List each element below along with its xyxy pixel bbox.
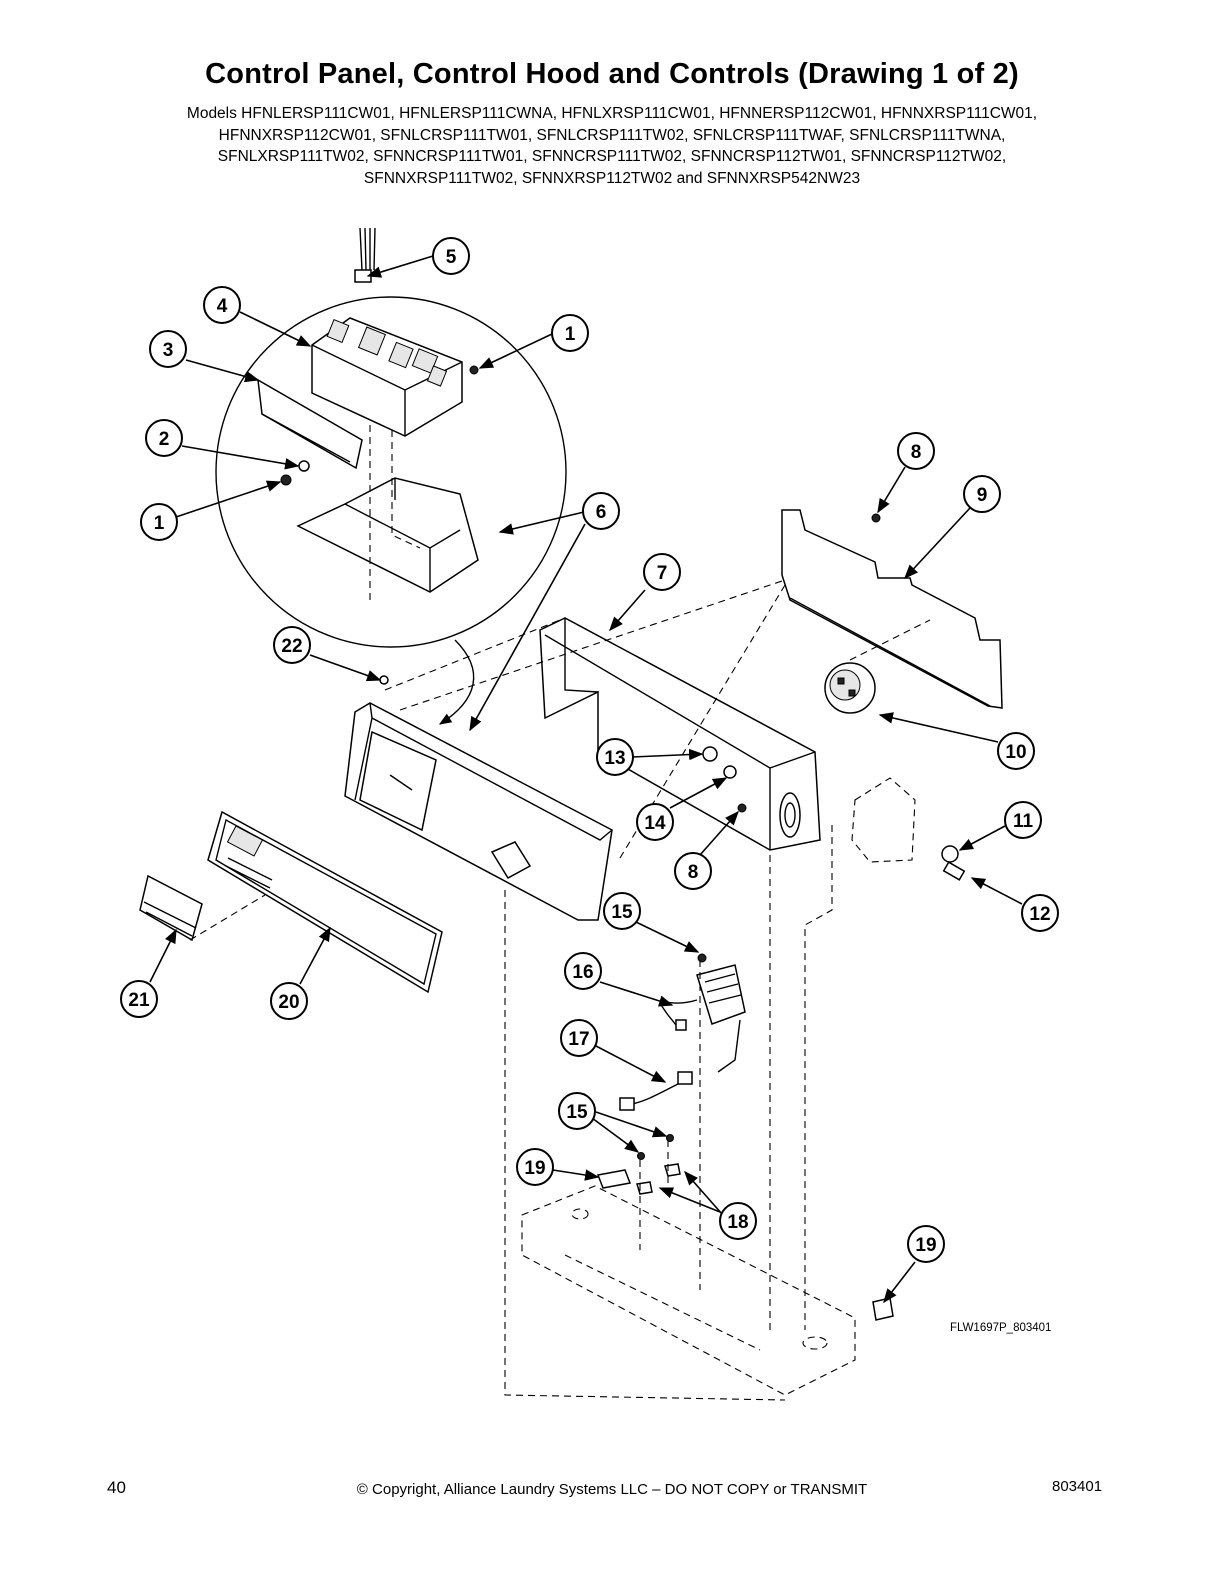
callout-label: 5 — [446, 247, 457, 268]
callout-label: 20 — [278, 992, 299, 1013]
callout-label: 6 — [596, 502, 607, 523]
callout-label: 22 — [281, 636, 302, 657]
leader-lines — [149, 255, 1023, 1304]
callout-label: 8 — [911, 442, 922, 463]
callout-20: 20 — [270, 982, 308, 1020]
callout-1: 1 — [551, 314, 589, 352]
callout-6: 6 — [582, 492, 620, 530]
callout-label: 7 — [657, 563, 668, 584]
console-top-outline — [521, 1185, 856, 1396]
callout-label: 10 — [1005, 742, 1026, 763]
callout-19: 19 — [907, 1225, 945, 1263]
callout-17: 17 — [560, 1019, 598, 1057]
callout-4: 4 — [203, 286, 241, 324]
drawing-id: FLW1697P_803401 — [950, 1322, 1052, 1334]
overlay-panel-part — [207, 810, 443, 994]
callout-15: 15 — [603, 892, 641, 930]
copyright-notice: © Copyright, Alliance Laundry Systems LL… — [356, 1481, 868, 1498]
callout-label: 15 — [566, 1102, 588, 1123]
model-list: Models HFNLERSP111CW01, HFNLERSP111CWNA,… — [100, 103, 1124, 189]
callout-13: 13 — [596, 738, 634, 776]
callout-label: 3 — [163, 340, 174, 361]
pressure-switch-part — [824, 662, 876, 714]
callout-10: 10 — [997, 732, 1035, 770]
callout-label: 9 — [977, 485, 988, 506]
callout-label: 8 — [688, 862, 699, 883]
callout-label: 17 — [568, 1029, 589, 1050]
callout-label: 2 — [159, 429, 170, 450]
callout-15: 15 — [558, 1092, 596, 1130]
callout-11: 11 — [1004, 801, 1042, 839]
callout-21: 21 — [120, 980, 158, 1018]
callout-label: 14 — [644, 813, 666, 834]
callout-19: 19 — [516, 1148, 554, 1186]
control-hood-part — [539, 617, 821, 851]
callout-14: 14 — [636, 803, 674, 841]
callout-22: 22 — [273, 626, 311, 664]
callout-label: 18 — [727, 1212, 748, 1233]
transformer-part — [659, 953, 746, 1073]
keypad-part — [139, 874, 203, 942]
document-number: 803401 — [1052, 1478, 1103, 1495]
callout-label: 1 — [154, 513, 165, 534]
callout-8: 8 — [674, 852, 712, 890]
callout-9: 9 — [963, 475, 1001, 513]
callout-label: 13 — [604, 748, 625, 769]
detail-view-circle — [215, 227, 567, 648]
callout-1: 1 — [140, 503, 178, 541]
callout-label: 16 — [572, 962, 593, 983]
callout-2: 2 — [145, 419, 183, 457]
model-line: SFNLXRSP111TW02, SFNNCRSP111TW01, SFNNCR… — [217, 148, 1007, 165]
callout-18: 18 — [719, 1202, 757, 1240]
model-line: SFNNXRSP111TW02, SFNNXRSP112TW02 and SFN… — [363, 169, 861, 187]
callout-label: 12 — [1029, 904, 1050, 925]
callout-12: 12 — [1021, 894, 1059, 932]
callout-label: 11 — [1013, 811, 1034, 832]
callout-3: 3 — [149, 330, 187, 368]
page-number: 40 — [107, 1478, 126, 1497]
callout-label: 21 — [128, 990, 150, 1011]
callout-label: 15 — [611, 902, 633, 923]
callout-8: 8 — [897, 432, 935, 470]
callout-16: 16 — [564, 952, 602, 990]
page-title: Control Panel, Control Hood and Controls… — [205, 58, 1019, 90]
harness-part — [619, 1071, 693, 1111]
callout-label: 19 — [915, 1235, 936, 1256]
callout-label: 4 — [217, 296, 228, 317]
callout-5: 5 — [432, 237, 470, 275]
model-line: HFNNXRSP112CW01, SFNLCRSP111TW01, SFNLCR… — [218, 126, 1006, 144]
callout-label: 19 — [524, 1158, 545, 1179]
callout-7: 7 — [643, 553, 681, 591]
model-line: Models HFNLERSP111CW01, HFNLERSP111CWNA,… — [186, 105, 1038, 122]
mounting-bracket-part — [781, 509, 1003, 709]
callout-label: 1 — [565, 324, 576, 345]
control-panel-part — [344, 702, 613, 921]
